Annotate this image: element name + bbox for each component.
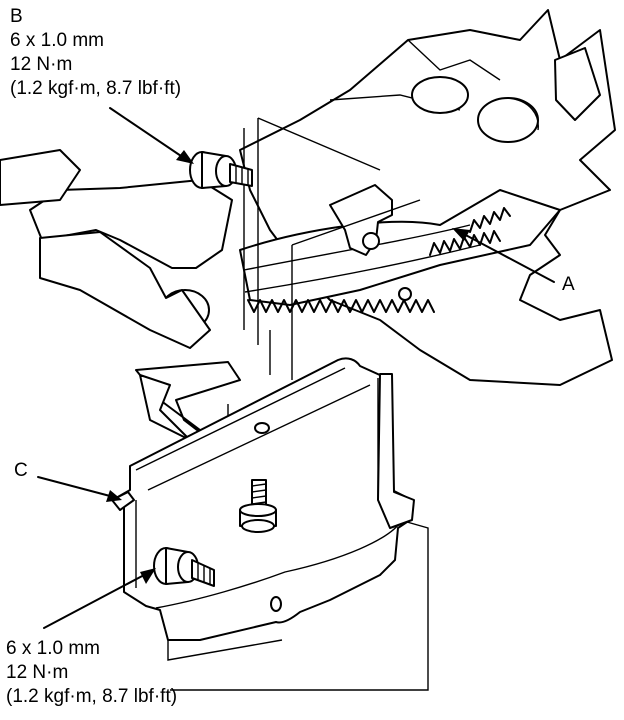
drive-plate [239,184,561,313]
callout-b-torque-alt: (1.2 kgf·m, 8.7 lbf·ft) [10,78,182,99]
lower-flange [135,361,241,461]
callout-b-letter: B [10,6,23,27]
callout-b-torque: 12 N·m [10,54,73,75]
callout-lower-torque-alt: (1.2 kgf·m, 8.7 lbf·ft) [6,686,178,707]
frame-rail [0,149,233,349]
reference-planes [170,117,429,691]
bolt-b [189,151,253,189]
bolt-lower [153,547,215,587]
callout-c-letter: C [14,460,28,481]
leader-lines [37,107,555,629]
callout-b-size: 6 x 1.0 mm [10,30,104,51]
engine-block [239,9,616,386]
callout-a-letter: A [562,274,575,295]
callout-lower-torque: 12 N·m [6,662,69,683]
callout-lower-size: 6 x 1.0 mm [6,638,100,659]
center-bolt [239,479,277,533]
